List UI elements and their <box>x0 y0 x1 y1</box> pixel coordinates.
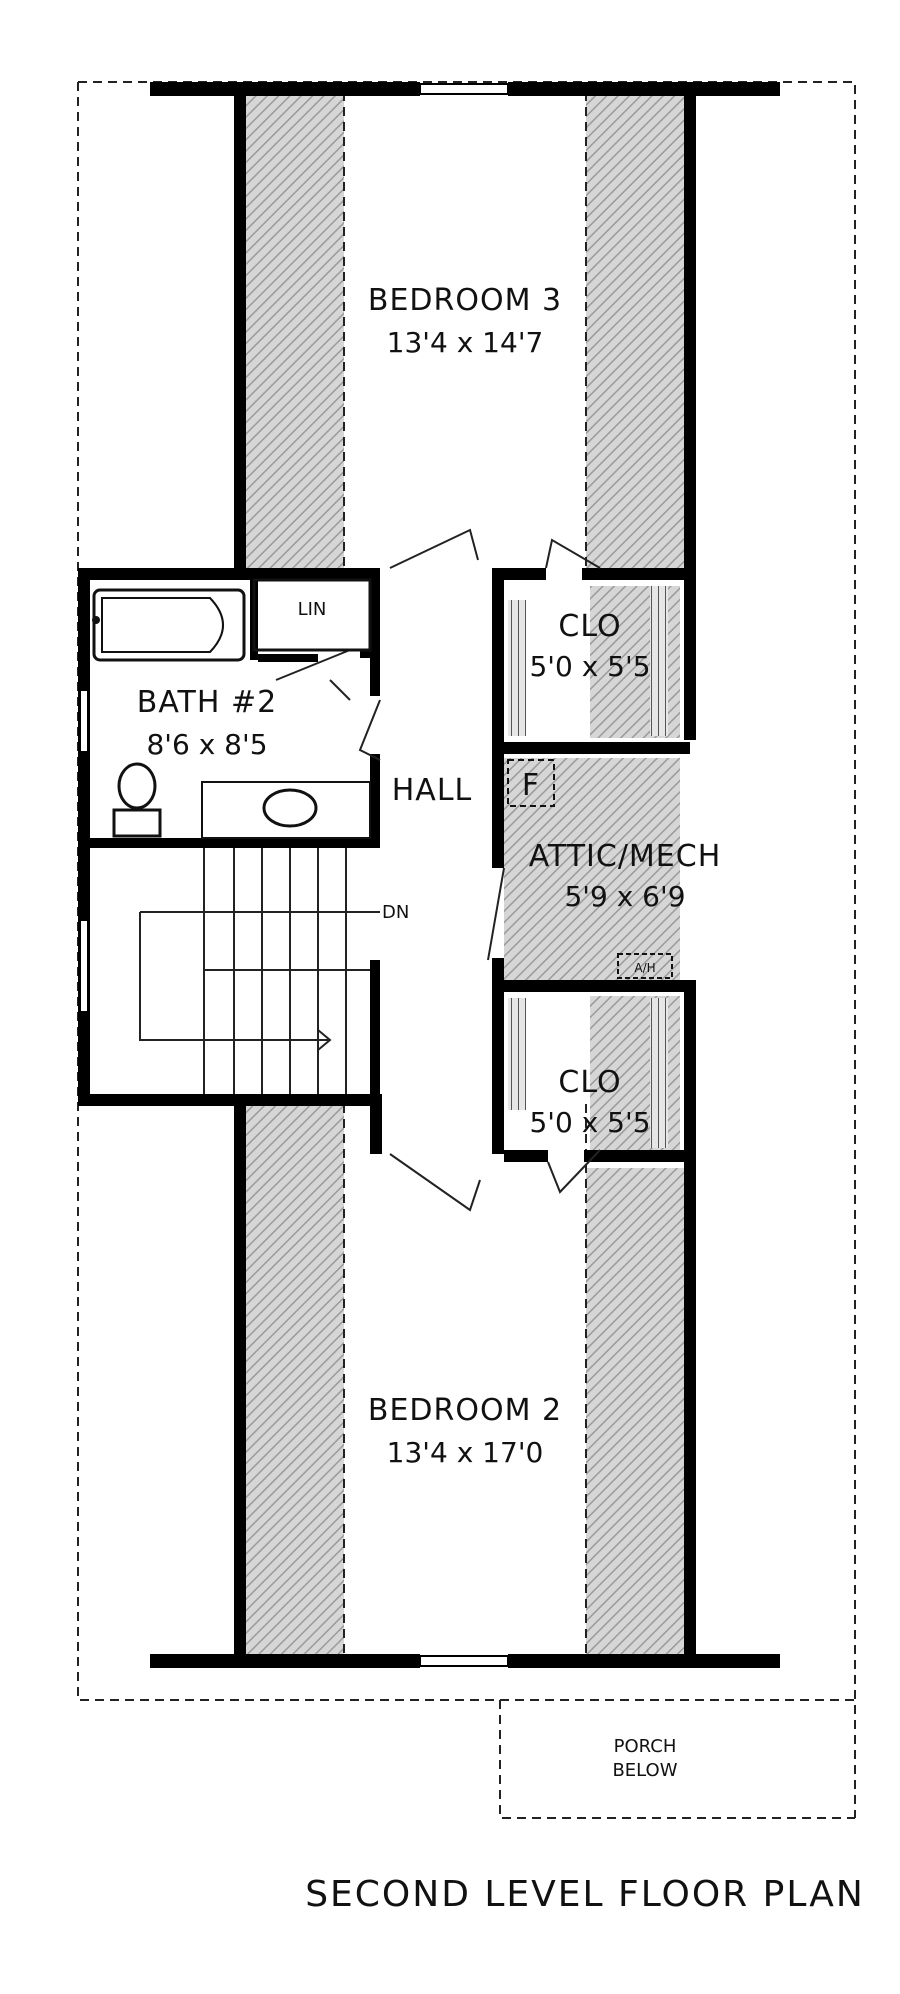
porch-label-line1: PORCH <box>614 1736 677 1757</box>
door-swing <box>389 528 479 569</box>
wall <box>90 838 380 848</box>
closet-shelf <box>508 600 526 736</box>
attic-mech-dims: 5'9 x 6'9 <box>564 880 685 913</box>
furnace-label: F <box>522 768 540 803</box>
door-swing <box>389 1153 481 1212</box>
attic-access-label: A/H <box>634 961 655 975</box>
toilet-tank <box>112 808 162 838</box>
upper-closet-dims: 5'0 x 5'5 <box>529 650 650 683</box>
window <box>79 689 89 753</box>
bath2-dims: 8'6 x 8'5 <box>146 728 267 761</box>
window <box>419 1655 509 1667</box>
sink <box>262 788 318 828</box>
bath2-name: BATH #2 <box>137 685 277 720</box>
down-label: DN <box>382 902 409 923</box>
staircase <box>203 848 370 1094</box>
bathtub-basin <box>101 597 224 653</box>
door-swing <box>487 867 505 961</box>
door-swing <box>275 649 351 701</box>
bedroom2-dims: 13'4 x 17'0 <box>387 1436 544 1469</box>
closet-shelf <box>650 998 668 1148</box>
window <box>419 83 509 95</box>
eave-zone <box>246 92 344 568</box>
wall <box>78 568 380 580</box>
wall <box>504 1150 548 1162</box>
lower-closet-name: CLO <box>558 1065 621 1100</box>
wall <box>492 568 546 580</box>
wall <box>492 568 504 1154</box>
furnace-box <box>507 759 555 807</box>
window <box>79 919 89 1013</box>
bedroom3-name: BEDROOM 3 <box>368 283 562 318</box>
porch-label-line2: BELOW <box>612 1760 677 1781</box>
wall <box>360 650 380 658</box>
wall <box>234 82 246 574</box>
wall <box>684 82 696 740</box>
wall <box>78 1094 382 1106</box>
eave-zone <box>246 1104 344 1654</box>
hall-wall <box>358 699 381 761</box>
wall <box>150 82 420 96</box>
wall <box>504 742 690 754</box>
upper-closet-name: CLO <box>558 609 621 644</box>
wall <box>370 568 380 696</box>
attic-mech-name: ATTIC/MECH <box>529 839 722 874</box>
linen-closet <box>252 578 372 652</box>
bedroom2-name: BEDROOM 2 <box>368 1393 562 1428</box>
hall-label: HALL <box>392 773 473 808</box>
wall <box>234 1100 246 1668</box>
wall <box>370 960 380 1106</box>
closet-shelf <box>508 998 526 1110</box>
lower-closet-dims: 5'0 x 5'5 <box>529 1106 650 1139</box>
wall <box>370 1094 382 1154</box>
closet-shelf <box>650 586 668 736</box>
plan-title: SECOND LEVEL FLOOR PLAN <box>305 1874 865 1915</box>
wall <box>582 568 686 580</box>
wall <box>504 980 690 992</box>
linen-label: LIN <box>298 599 327 620</box>
wall <box>150 1654 420 1668</box>
wall <box>78 568 90 1106</box>
attic-access-hatch <box>617 953 673 979</box>
attic-shaded <box>504 758 680 980</box>
wall <box>370 754 380 848</box>
bedroom3-dims: 13'4 x 14'7 <box>387 326 544 359</box>
door-swing <box>547 1149 601 1194</box>
wall <box>258 654 318 662</box>
tub-drain <box>92 616 100 624</box>
wall <box>508 1654 780 1668</box>
eave-zone <box>586 1168 684 1654</box>
wall <box>584 1150 688 1162</box>
stair-direction-arrow <box>139 911 380 1051</box>
toilet-bowl <box>117 762 157 810</box>
wall <box>508 82 780 96</box>
wall <box>684 980 696 1668</box>
door-swing <box>545 538 601 569</box>
eave-zone <box>586 92 684 568</box>
porch-outline <box>499 1700 855 1819</box>
